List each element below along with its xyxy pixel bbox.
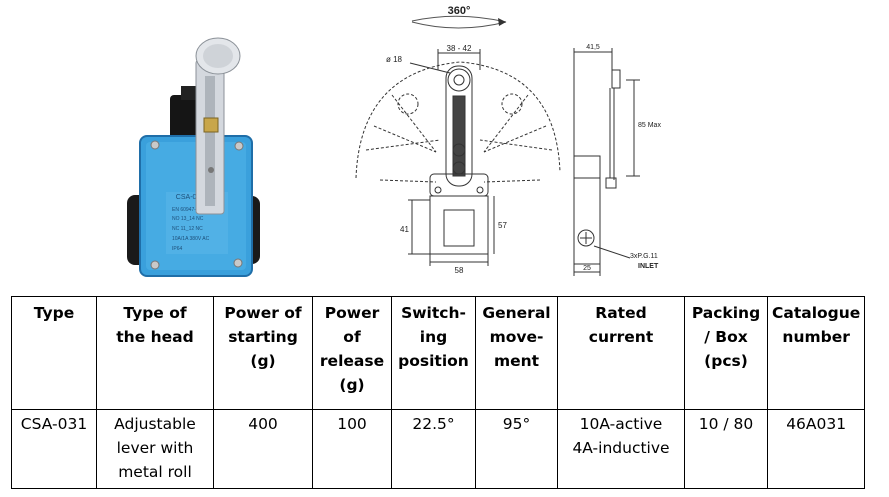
limit-switch-photo: CSA-031 EN 60947-5-1 NO 13_14 NC NC 11_1… [127,37,260,277]
dim-height-41: 41 [400,225,409,234]
svg-text:NO 13_14 NC: NO 13_14 NC [172,216,204,222]
side-view-drawing [573,48,640,276]
cell-type: CSA-031 [11,409,97,489]
dim-width-58: 58 [455,266,464,275]
cell-packing: 10 / 80 [684,409,768,489]
svg-text:NC 11_12 NC: NC 11_12 NC [172,226,203,232]
header-row: Type Type of the head Power of starting … [11,296,866,410]
side-label-pg: 3xP.G.11 [630,253,658,260]
front-view-drawing [355,15,561,266]
table-row: CSA-031 Adjustable lever with metal roll… [11,409,866,489]
header-head-type: Type of the head [96,296,214,410]
header-power-release: Power of release (g) [312,296,392,410]
side-dim-25: 25 [583,265,591,272]
cell-switching-position: 22.5° [391,409,476,489]
side-label-inlet: INLET [638,263,659,270]
product-figure: CSA-031 EN 60947-5-1 NO 13_14 NC NC 11_1… [127,5,661,277]
dim-top-width: 38 - 42 [447,44,472,53]
side-dim-width: 41,5 [586,44,600,51]
svg-text:EN 60947-5-1: EN 60947-5-1 [172,207,203,213]
cell-catalogue-number: 46A031 [766,409,866,489]
dim-height-57: 57 [498,221,507,230]
header-general-movement: General move- ment [475,296,558,410]
spec-table: Type Type of the head Power of starting … [11,296,866,489]
header-power-starting: Power of starting (g) [213,296,313,410]
side-dim-85max: 85 Max [638,122,661,129]
cell-rated-current: 10A-active 4A-inductive [557,409,685,489]
header-packing: Packing / Box (pcs) [684,296,768,410]
svg-text:IP64: IP64 [172,246,183,252]
svg-text:10A/1A 380V AC: 10A/1A 380V AC [172,236,210,242]
header-rated-current: Rated current [557,296,685,410]
svg-text:CSA-031: CSA-031 [176,194,205,201]
cell-head-type: Adjustable lever with metal roll [96,409,214,489]
header-catalogue-number: Catalogue number [766,296,866,410]
header-switching-position: Switch- ing position [391,296,476,410]
cell-power-release: 100 [312,409,392,489]
cell-general-movement: 95° [475,409,558,489]
dim-diameter: ø 18 [386,55,403,64]
nameplate-text: CSA-031 EN 60947-5-1 NO 13_14 NC NC 11_1… [172,194,210,252]
rotation-label: 360° [448,5,471,17]
cell-power-starting: 400 [213,409,313,489]
header-type: Type [11,296,97,410]
